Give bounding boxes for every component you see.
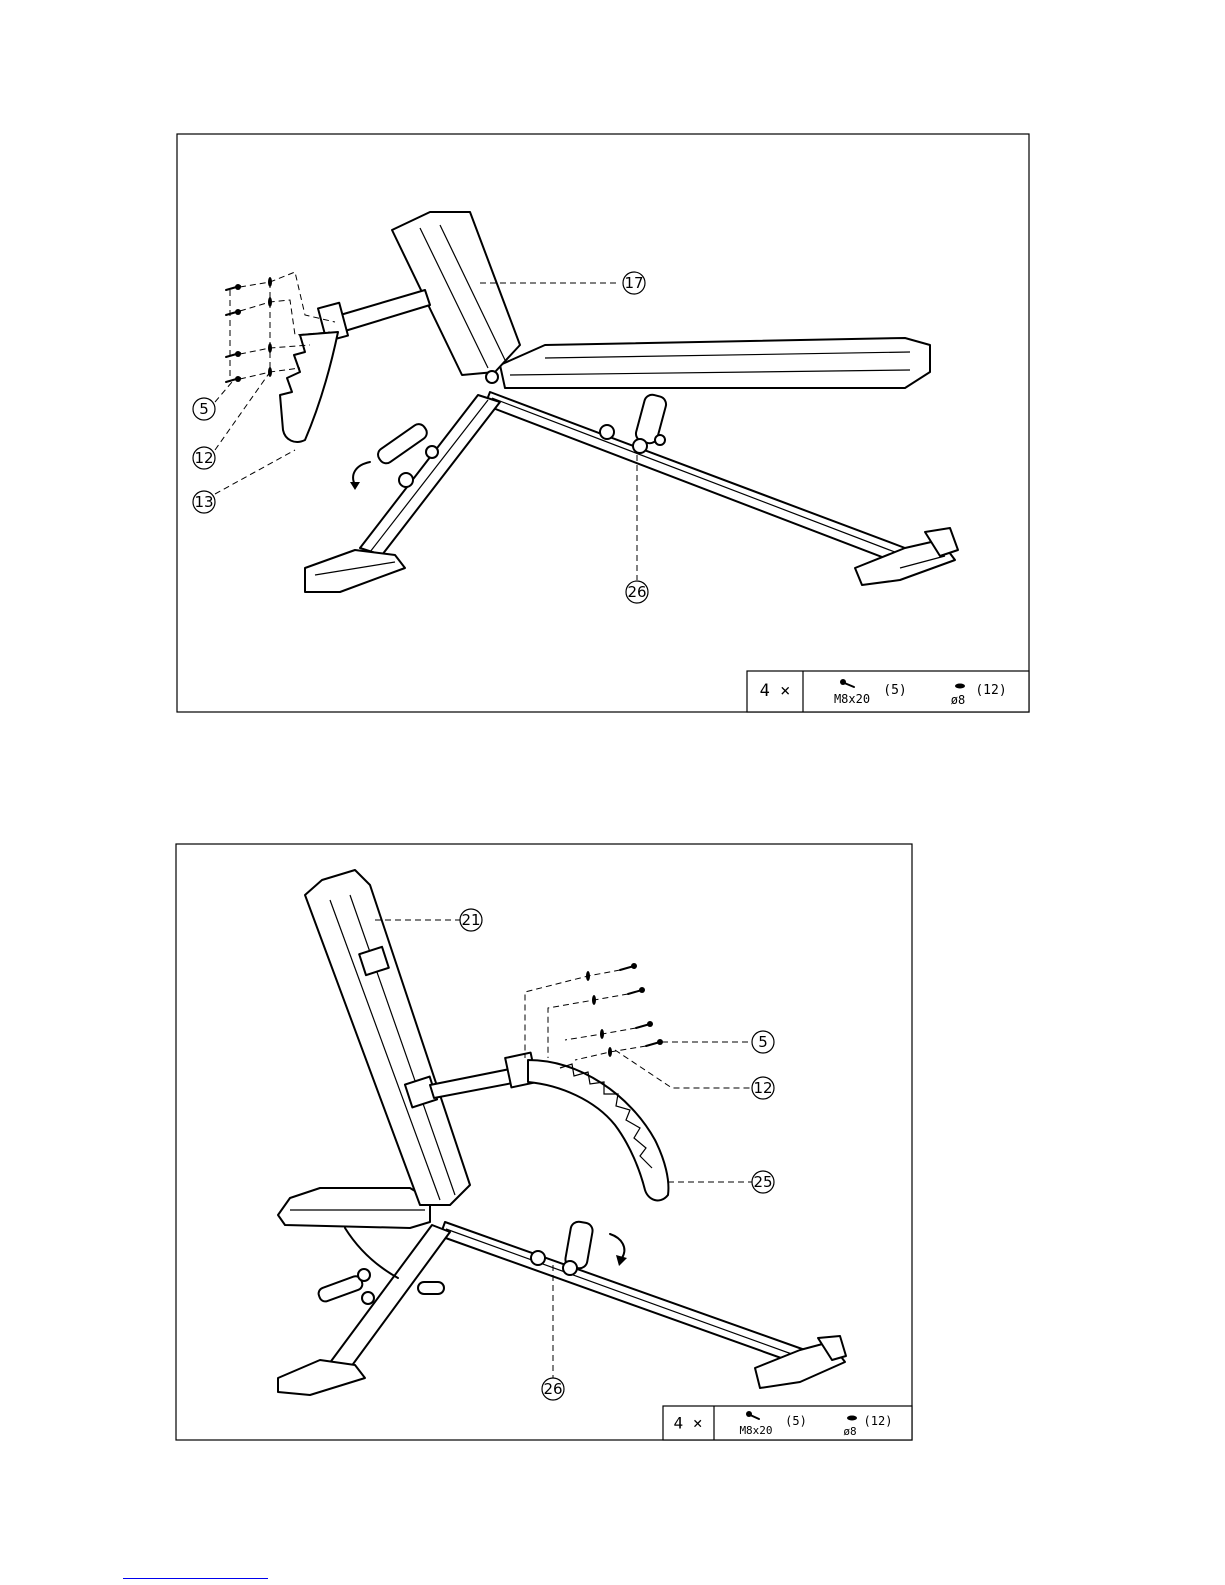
- legend-washer-size: ø8: [951, 693, 965, 707]
- svg-text:12: 12: [194, 449, 213, 467]
- legend-quantity: 4 ×: [674, 1414, 703, 1433]
- callout-26: 26: [542, 1378, 564, 1400]
- callout-13: 13: [193, 491, 215, 513]
- callout-12: 12: [193, 447, 215, 469]
- callout-26: 26: [626, 581, 648, 603]
- washer-icon: [847, 1416, 857, 1421]
- legend-bolt-ref: (5): [785, 1414, 807, 1428]
- legend-washer-size: ø8: [843, 1425, 856, 1438]
- svg-text:17: 17: [624, 274, 643, 292]
- svg-text:26: 26: [543, 1380, 562, 1398]
- bolt-icon: [628, 987, 645, 994]
- legend-bolt-size: M8x20: [739, 1424, 772, 1437]
- front-foot: [305, 550, 405, 592]
- svg-text:21: 21: [461, 911, 480, 929]
- ratchet-bracket: [528, 1060, 668, 1200]
- hardware-legend: 4 × M8x20 (5) ø8 (12): [747, 671, 1029, 712]
- svg-text:12: 12: [753, 1079, 772, 1097]
- legend-quantity: 4 ×: [760, 681, 791, 701]
- bolt-set: [226, 284, 241, 382]
- bolt-icon: [636, 1021, 653, 1028]
- bolt-icon: [620, 963, 637, 970]
- leader-line: [615, 1050, 752, 1088]
- assembly-figure-1: 17 5 12 13 26 4 × M8x20 (5) ø8 (12): [0, 0, 1225, 760]
- assembly-figure-2: 21 5 12 25 26 4 × M8x20 (5) ø8 (12): [0, 760, 1225, 1460]
- legend-washer-ref: (12): [864, 1414, 893, 1428]
- callout-5: 5: [193, 398, 215, 420]
- callout-5: 5: [752, 1031, 774, 1053]
- bolt-icon: [226, 309, 241, 315]
- washer-set: [586, 971, 612, 1057]
- ratchet-bracket: [280, 332, 338, 442]
- svg-text:26: 26: [627, 583, 646, 601]
- washer-icon: [955, 684, 965, 689]
- svg-text:5: 5: [758, 1033, 768, 1051]
- legend-bolt-ref: (5): [883, 683, 906, 698]
- callout-25: 25: [752, 1171, 774, 1193]
- front-foot: [278, 1360, 365, 1395]
- backrest-support-tube: [430, 1053, 537, 1098]
- assembly-path: [525, 970, 620, 1058]
- bolt-icon: [226, 351, 241, 357]
- leader-line: [215, 450, 295, 494]
- rotate-arrow-icon: [610, 1234, 624, 1258]
- svg-text:5: 5: [199, 400, 209, 418]
- callout-21: 21: [460, 909, 482, 931]
- bolt-icon: [646, 1039, 663, 1046]
- arrow-head-icon: [350, 482, 360, 490]
- seat-bracket-arc: [345, 1228, 398, 1278]
- seat-pad: [500, 338, 930, 388]
- seat-pad: [278, 1188, 430, 1228]
- hardware-legend: 4 × M8x20 (5) ø8 (12): [663, 1406, 912, 1440]
- callout-17: 17: [623, 272, 645, 294]
- rear-frame-rail: [485, 392, 905, 562]
- bolt-icon: [226, 284, 241, 290]
- assembly-path: [548, 994, 628, 1058]
- svg-text:13: 13: [194, 493, 213, 511]
- bolt-set: [620, 963, 663, 1046]
- svg-text:25: 25: [753, 1173, 772, 1191]
- legend-bolt-size: M8x20: [834, 692, 870, 706]
- front-leg: [326, 1225, 450, 1375]
- front-leg: [360, 395, 500, 555]
- assembly-drawing-2: 21 5 12 25 26 4 × M8x20 (5) ø8 (12): [0, 760, 1225, 1460]
- arrow-head-icon: [616, 1255, 627, 1266]
- bolt-icon: [226, 376, 241, 382]
- legend-washer-ref: (12): [975, 683, 1006, 698]
- callout-12: 12: [752, 1077, 774, 1099]
- rotate-arrow-icon: [353, 462, 370, 485]
- leader-line: [215, 382, 232, 402]
- footer-rule: [123, 1578, 268, 1579]
- leader-line: [215, 372, 270, 450]
- assembly-drawing-1: 17 5 12 13 26 4 × M8x20 (5) ø8 (12): [0, 0, 1225, 760]
